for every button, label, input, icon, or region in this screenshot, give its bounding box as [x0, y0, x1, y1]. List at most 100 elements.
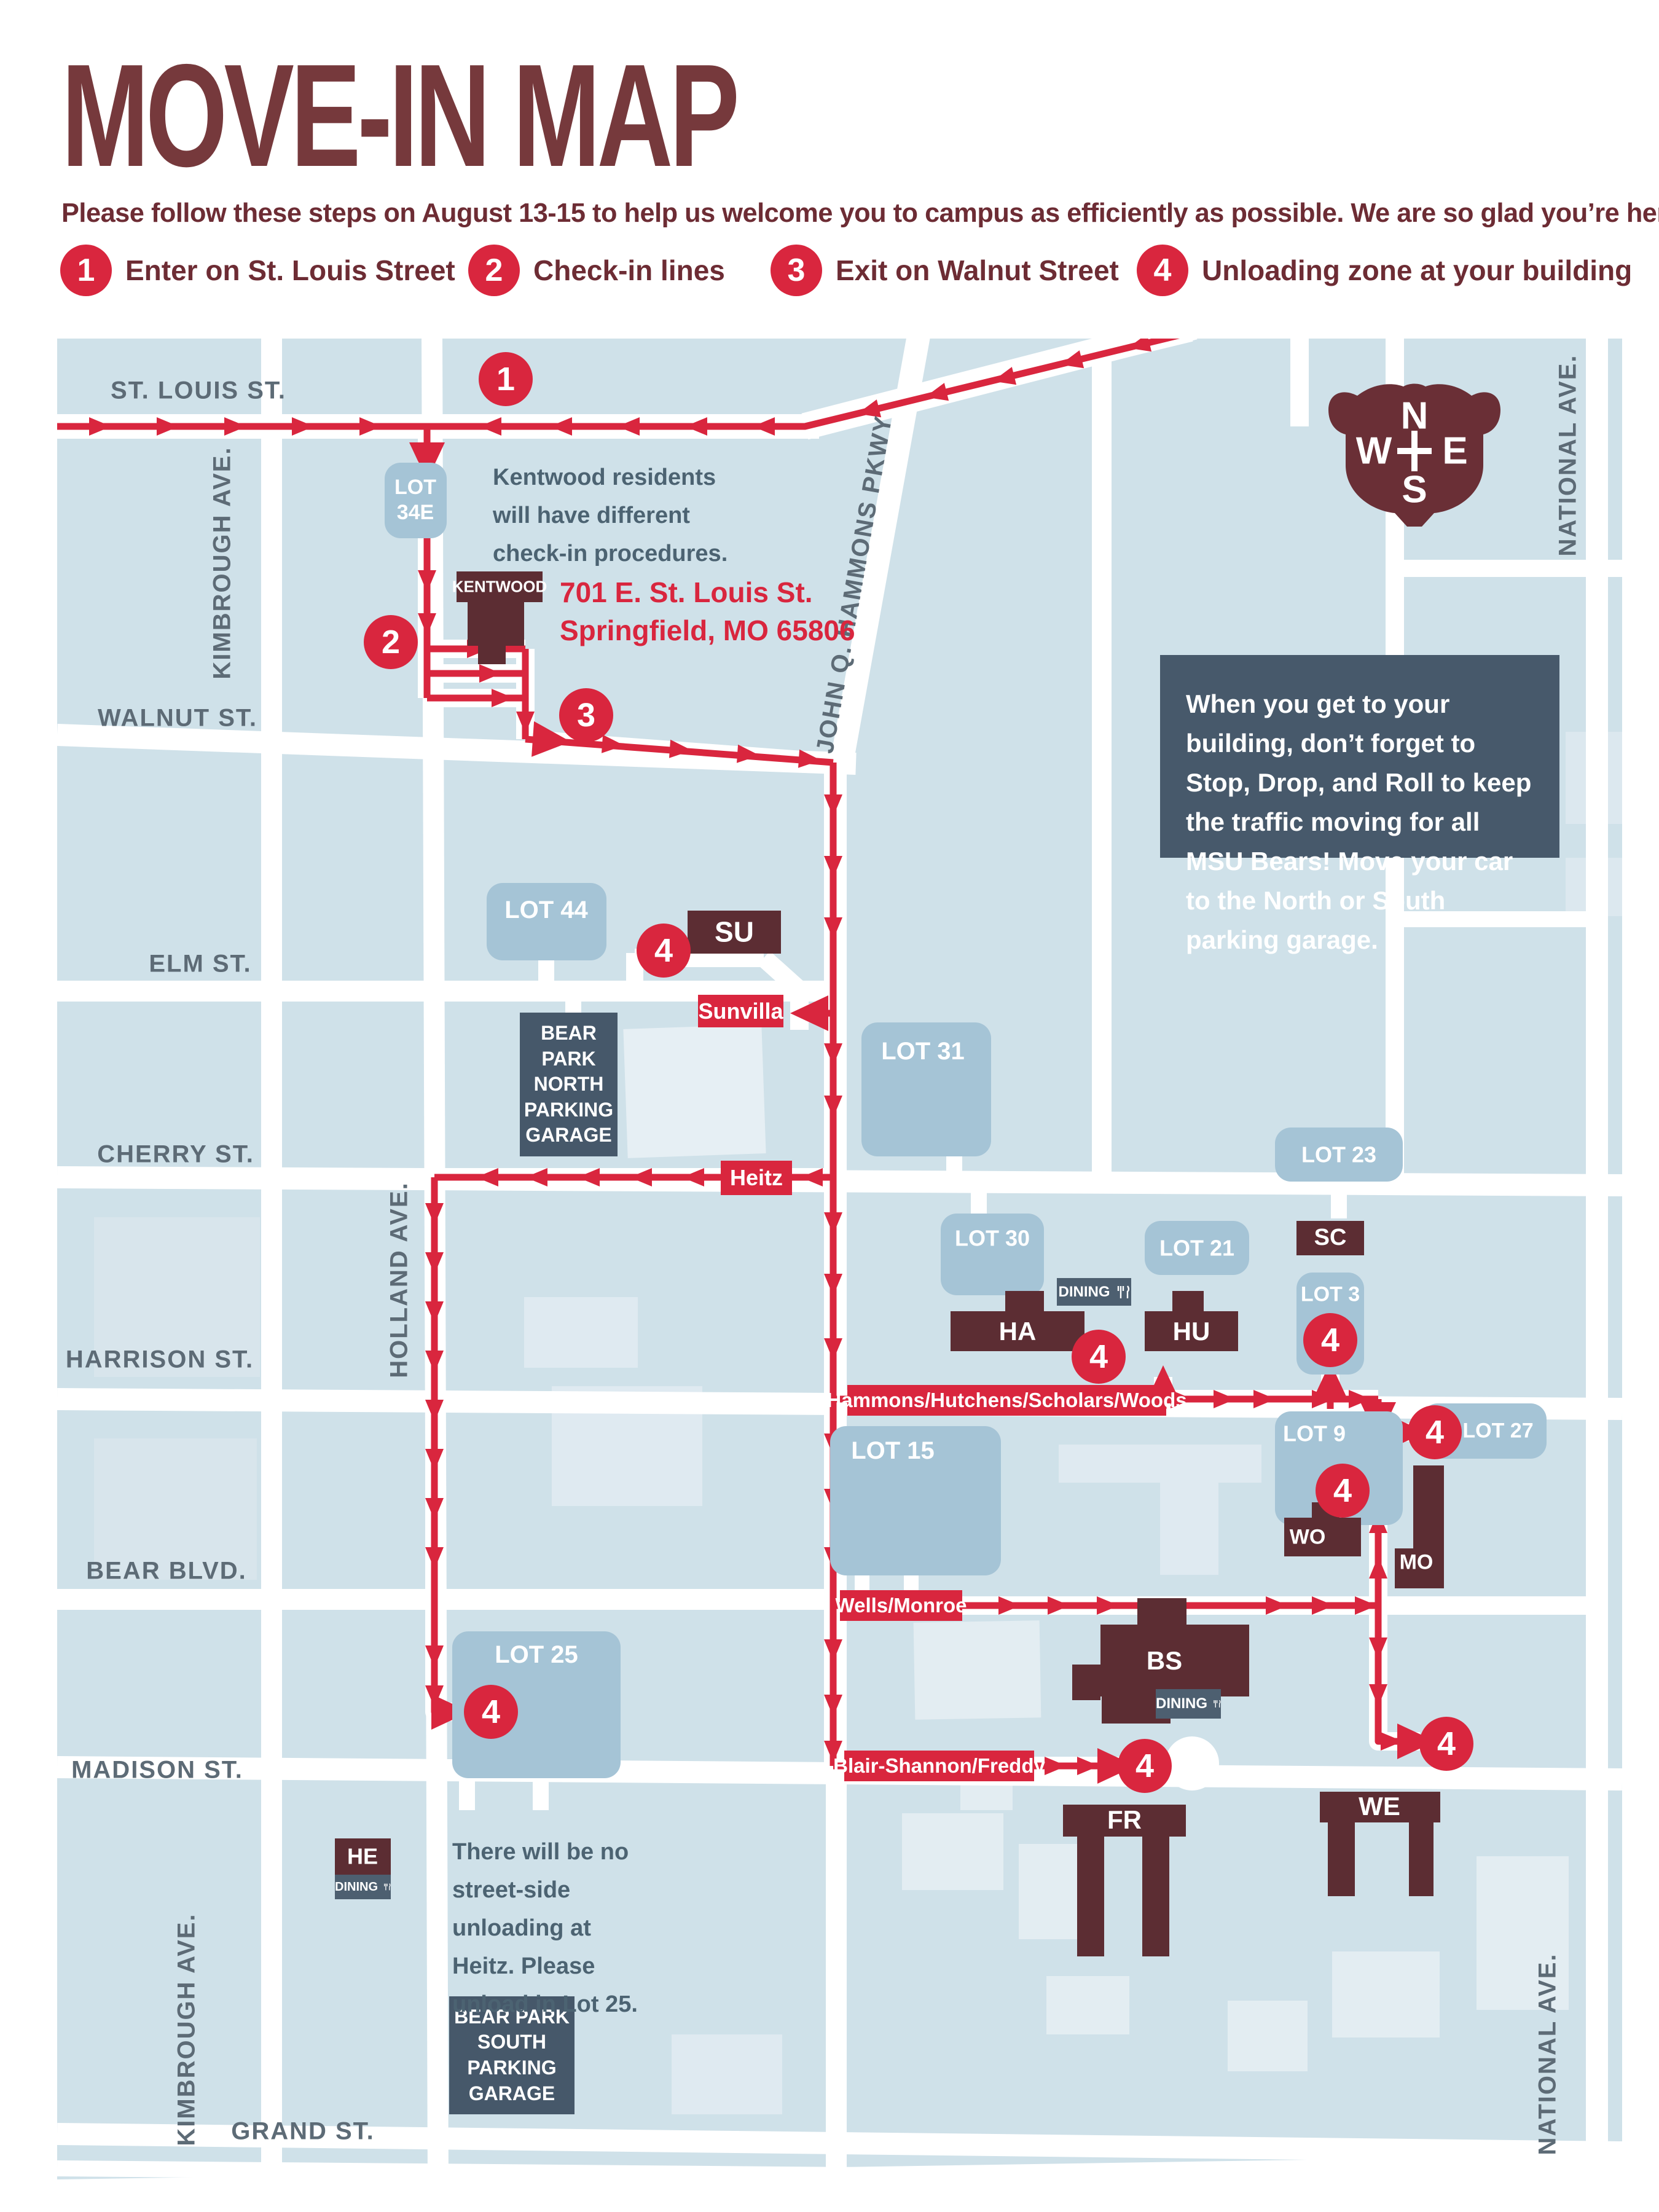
lot-25-label: LOT 25: [495, 1641, 578, 1668]
step-2-marker: 2: [364, 615, 418, 669]
bs: [1072, 1665, 1100, 1700]
step-3-marker: 3: [559, 688, 613, 742]
route-arrow: [790, 995, 828, 1031]
route-arrow: [1097, 1596, 1119, 1615]
heitz-note: There will be no street-side unloading a…: [452, 1839, 638, 2017]
street: [757, 951, 806, 997]
bs-label: BS: [1146, 1645, 1183, 1675]
route-arrow: [1048, 1596, 1070, 1615]
page-title: MOVE-IN MAP: [61, 34, 740, 197]
route-arrow: [418, 613, 436, 635]
step-circle-4: 4: [1137, 245, 1188, 296]
route-arrow: [1266, 1596, 1288, 1615]
lot-15: [830, 1426, 1001, 1575]
route-arrow: [824, 794, 842, 817]
route-arrow: [798, 749, 821, 768]
sc: [1296, 1221, 1364, 1255]
route-arrow: [292, 417, 314, 436]
route-arrow: [824, 1212, 842, 1234]
route-arrow: [1097, 1748, 1135, 1784]
route-arrow: [630, 1168, 652, 1186]
bs: [1137, 1598, 1186, 1625]
step-4-marker: 4: [1118, 1739, 1172, 1793]
route-arrow: [516, 712, 535, 734]
route-arrow: [824, 856, 842, 878]
we: [1328, 1822, 1355, 1896]
street-label: WALNUT ST.: [98, 704, 257, 732]
compass-letter: N: [1401, 395, 1429, 437]
building-footprint: [1046, 1976, 1129, 2034]
route-arrow: [476, 1168, 498, 1186]
route-arrow: [998, 1596, 1021, 1615]
street-label: GRAND ST.: [231, 2117, 375, 2145]
we: [1320, 1792, 1440, 1822]
route-arrow: [425, 1351, 444, 1373]
dining-badge: DINING: [1057, 1278, 1131, 1306]
route-arrow: [1045, 1757, 1067, 1775]
hammons-hutchens-scholars-woods-label: Hammons/Hutchens/Scholars/Woods: [826, 1385, 1187, 1416]
route-arrow: [753, 417, 775, 436]
route-arrow: [425, 1400, 444, 1422]
compass-letter: E: [1442, 430, 1467, 473]
route-arrow: [409, 442, 445, 480]
route-arrow: [492, 689, 514, 707]
fork-knife-icon: [1214, 1700, 1221, 1708]
compass-letter: S: [1402, 469, 1427, 511]
kentwood: [478, 646, 506, 664]
route-arrow: [1253, 1390, 1276, 1408]
dining-badge: DINING: [1156, 1689, 1221, 1719]
route-arrow: [578, 1168, 600, 1186]
street-label: HARRISON ST.: [65, 1346, 254, 1373]
step-4-marker: 4: [1419, 1717, 1473, 1771]
dining-label: DINING: [335, 1880, 378, 1894]
route-arrow: [1077, 1757, 1099, 1775]
step-4-marker: 4: [1303, 1313, 1357, 1367]
building-footprint: [1160, 1483, 1218, 1575]
street-label: MADISON ST.: [71, 1756, 243, 1784]
route-arrow: [157, 417, 179, 436]
step-circle-2: 2: [468, 245, 520, 296]
we-label: WE: [1359, 1791, 1400, 1821]
route-arrow: [425, 1203, 444, 1225]
route-arrow: [431, 1694, 469, 1730]
lot-44-label: LOT 44: [504, 896, 588, 924]
mo: [1413, 1465, 1444, 1588]
route-arrow: [550, 417, 572, 436]
white-circle: [1165, 1736, 1219, 1790]
route-arrow: [531, 721, 571, 757]
step-circle-3: 3: [771, 245, 822, 296]
street-label: NATIONAL AVE.: [1554, 354, 1582, 557]
route-arrow: [1128, 339, 1152, 352]
fork-knife-icon: [384, 1883, 391, 1891]
hu: [1145, 1311, 1238, 1351]
lot-21: [1145, 1221, 1249, 1275]
route-arrow: [857, 399, 882, 418]
street-label: NATIONAL AVE.: [1534, 1953, 1561, 2155]
route-arrow: [1369, 1684, 1387, 1706]
su-label: SU: [715, 916, 754, 948]
route-arrow: [418, 570, 436, 592]
building-footprint: [94, 1438, 257, 1580]
kentwood-address: 701 E. St. Louis St. Springfield, MO 658…: [560, 576, 855, 646]
building-footprint: [902, 1813, 1003, 1890]
building-footprint: [913, 1620, 1041, 1720]
building-footprint: [1228, 2001, 1308, 2071]
route-arrow: [618, 417, 640, 436]
route-arrow: [1369, 1637, 1387, 1660]
sc-label: SC: [1314, 1225, 1347, 1251]
route-arrow: [824, 1695, 842, 1717]
sunvilla-label: Sunvilla: [698, 995, 783, 1027]
blair-shannon-freddy-label: Blair-Shannon/Freddy: [833, 1751, 1045, 1781]
route-arrow: [685, 417, 707, 436]
route-arrow: [1349, 1390, 1371, 1408]
bs: [1100, 1625, 1249, 1696]
he-label: HE: [347, 1843, 378, 1869]
building-footprint: [1477, 1856, 1569, 2010]
route-arrow: [824, 917, 842, 939]
lot-3-label: LOT 3: [1300, 1282, 1360, 1306]
lot-31: [861, 1022, 991, 1156]
